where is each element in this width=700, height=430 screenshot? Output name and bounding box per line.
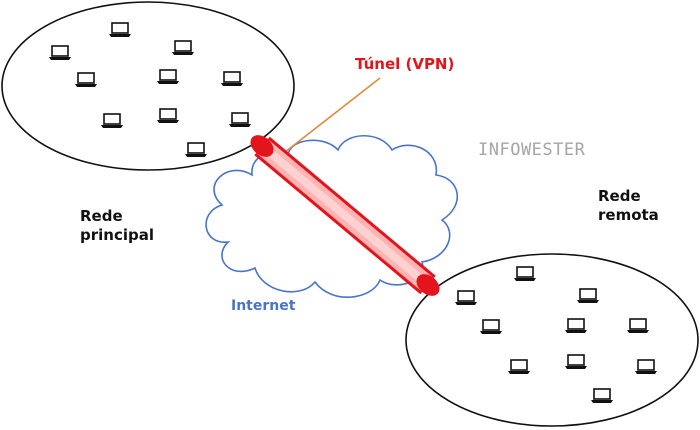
main-network-label-line1: Rede (80, 207, 123, 225)
remote-network-ellipse (405, 253, 699, 427)
laptop-icon (626, 318, 650, 334)
internet-label: Internet (231, 298, 296, 314)
tunnel-label: Túnel (VPN) (355, 55, 455, 73)
tunnel-start-cap (250, 135, 274, 157)
laptop-icon (74, 72, 98, 88)
remote-network-label-line2: remota (598, 205, 659, 224)
laptop-icon (108, 22, 132, 38)
remote-network-label: Rede remota (598, 187, 659, 225)
laptop-icon (576, 288, 600, 304)
laptop-icon (156, 69, 180, 85)
laptop-icon (220, 71, 244, 87)
laptop-icon (184, 142, 208, 158)
laptop-icon (100, 113, 124, 129)
tunnel-end-cap (416, 274, 440, 296)
laptop-icon (564, 354, 588, 370)
main-network-label-line2: principal (80, 225, 154, 244)
laptop-icon (479, 319, 503, 335)
laptop-icon (513, 266, 537, 282)
laptop-icon (590, 388, 614, 404)
laptop-icon (171, 40, 195, 56)
laptop-icon (634, 359, 658, 375)
laptop-icon (564, 318, 588, 334)
laptop-icon (156, 108, 180, 124)
laptop-icon (454, 290, 478, 306)
laptop-icon (228, 112, 252, 128)
main-network-label: Rede principal (80, 207, 154, 245)
vpn-tunnel (250, 135, 440, 296)
main-network-ellipse (1, 1, 295, 171)
laptop-icon (48, 45, 72, 61)
brand-watermark: INFOWESTER (478, 140, 586, 160)
tunnel-callout-line (279, 77, 381, 157)
laptop-icon (507, 359, 531, 375)
remote-network-label-line1: Rede (598, 187, 641, 205)
